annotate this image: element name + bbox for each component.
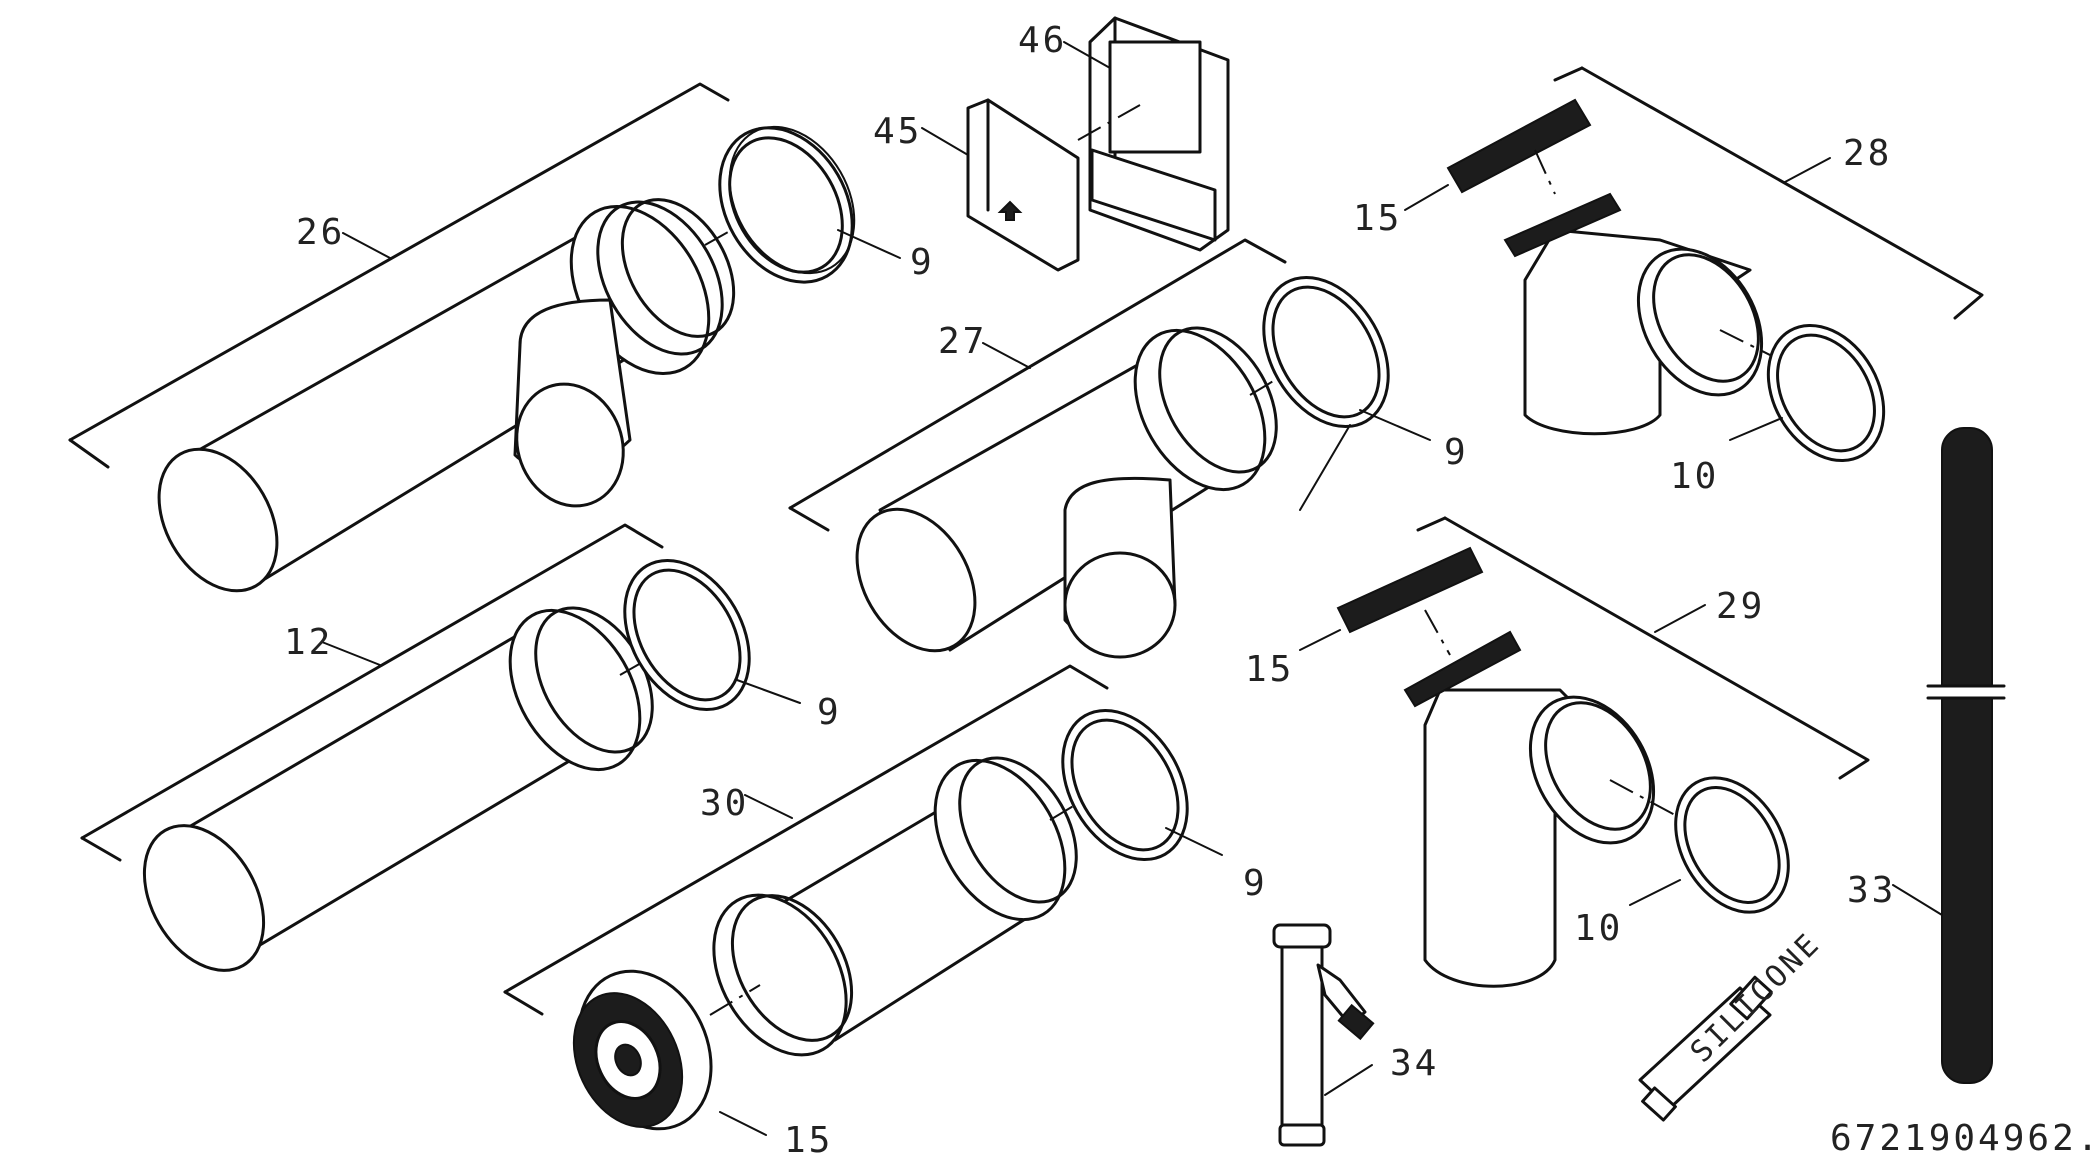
control-box-45-46 <box>966 16 1230 272</box>
branch-opening-27 <box>1063 551 1177 659</box>
label-28: 28 <box>1843 133 1892 174</box>
arrow-symbol <box>997 200 1023 221</box>
silicone-tube: SILICONE <box>1638 926 1828 1122</box>
bracket-12 <box>80 523 664 840</box>
part-labels: 26 46 45 9 15 28 27 9 10 12 9 15 29 30 9… <box>284 20 2092 1161</box>
hose-body <box>1941 427 1993 1084</box>
pipe-opening-27 <box>855 507 977 653</box>
label-26: 26 <box>296 212 345 253</box>
label-15-a: 15 <box>1353 198 1402 239</box>
box-cover-45 <box>966 98 1080 272</box>
label-9-b: 9 <box>1444 432 1469 473</box>
bracket-26-end <box>68 438 110 469</box>
label-10-a: 10 <box>1670 456 1719 497</box>
seal-ring-9-c <box>623 558 751 712</box>
part-28-elbow <box>1446 66 1984 436</box>
socket-12 <box>508 608 642 772</box>
bracket-26 <box>68 82 730 442</box>
part-12-pipe <box>80 523 691 972</box>
leader-lines <box>321 41 1943 1136</box>
seal-ring-9-a <box>718 125 856 284</box>
part-34-siphon <box>1272 923 1375 1147</box>
seal-ring-10-a <box>1766 323 1886 463</box>
part-27-tee-pipe <box>788 238 1326 659</box>
silicone-label: SILICONE <box>1684 926 1828 1070</box>
bracket-27 <box>788 238 1287 510</box>
seal-ring-10-b <box>1674 776 1790 914</box>
label-9-d: 9 <box>1243 863 1268 904</box>
label-30: 30 <box>700 783 749 824</box>
label-15-c: 15 <box>784 1120 833 1161</box>
label-33: 33 <box>1847 870 1896 911</box>
thread-28 <box>1503 192 1622 258</box>
pipe-opening-26 <box>157 447 279 593</box>
label-9-c: 9 <box>817 692 842 733</box>
cap-15-a <box>1446 98 1592 194</box>
bracket-30 <box>503 664 1109 994</box>
label-15-b: 15 <box>1245 649 1294 690</box>
bracket-29 <box>1443 516 1870 780</box>
siphon-body <box>1280 933 1324 1137</box>
seal-ring-9-d <box>1061 708 1189 862</box>
pipe-opening-12 <box>142 824 266 972</box>
label-45: 45 <box>873 111 922 152</box>
part-30-inspection-pipe <box>503 664 1109 1057</box>
drawing-id: 6721904962.ab <box>1830 1118 2092 1159</box>
label-27: 27 <box>938 321 987 362</box>
label-34: 34 <box>1390 1043 1439 1084</box>
cap-15-c <box>572 969 713 1131</box>
label-29: 29 <box>1716 586 1765 627</box>
part-33-flexible-hose <box>1926 427 2006 1084</box>
part-26-tee-pipe <box>68 82 786 593</box>
label-12: 12 <box>284 622 333 663</box>
part-29-elbow <box>1336 516 1870 988</box>
box-inner-46 <box>1108 40 1202 154</box>
bracket-28 <box>1580 66 1984 320</box>
label-9-a: 9 <box>910 242 935 283</box>
branch-opening-26 <box>515 382 625 508</box>
label-10-b: 10 <box>1574 908 1623 949</box>
seal-ring-9-b <box>1262 275 1390 429</box>
cap-15-b <box>1336 546 1484 634</box>
thread-29 <box>1403 630 1522 708</box>
label-46: 46 <box>1018 20 1067 61</box>
socket-27 <box>1133 328 1267 492</box>
